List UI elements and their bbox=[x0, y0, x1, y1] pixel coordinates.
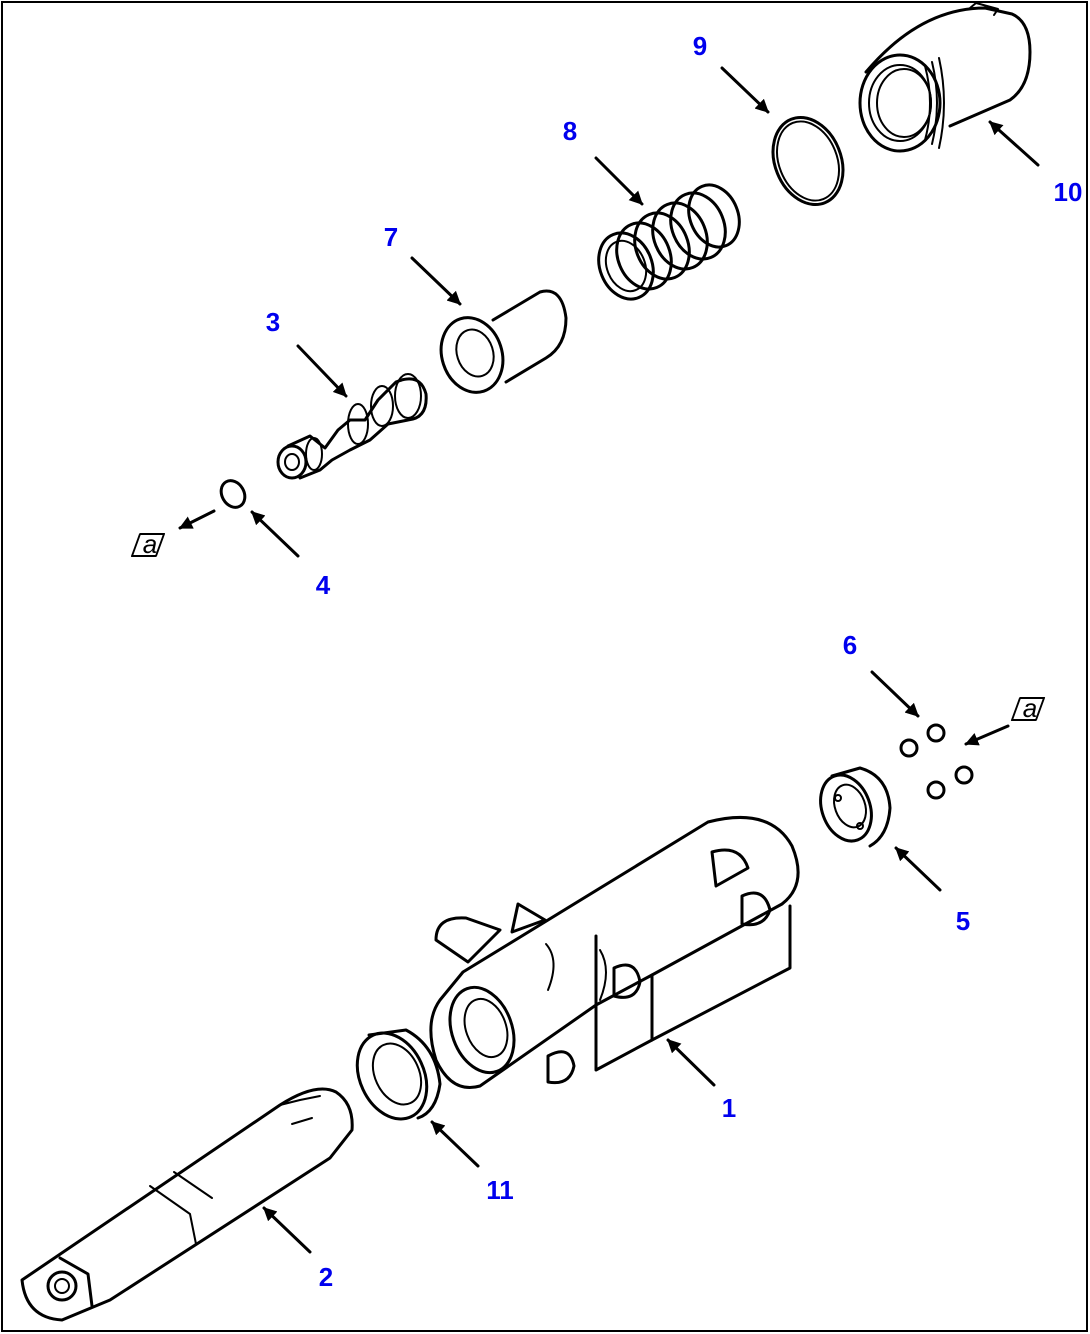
leader-6 bbox=[870, 670, 920, 718]
callout-3: 3 bbox=[266, 307, 280, 337]
leader-5 bbox=[894, 846, 942, 892]
reference-marks: a a bbox=[130, 529, 1046, 723]
part-plug-5 bbox=[819, 766, 892, 848]
part-rod-2 bbox=[20, 1087, 354, 1322]
leader-a-right bbox=[964, 724, 1010, 746]
leader-1 bbox=[666, 1038, 716, 1087]
leader-11 bbox=[430, 1120, 480, 1168]
ref-a-left: a bbox=[143, 529, 157, 559]
ref-a-left-box bbox=[130, 533, 166, 557]
leader-10 bbox=[988, 120, 1040, 167]
part-balls-6 bbox=[899, 723, 974, 800]
leader-4 bbox=[250, 510, 300, 558]
callout-9: 9 bbox=[693, 31, 707, 61]
callout-7: 7 bbox=[384, 222, 398, 252]
callout-labels: 10 9 8 7 3 4 6 5 1 11 2 bbox=[266, 31, 1083, 1292]
leader-arrows bbox=[178, 66, 1040, 1254]
leader-7 bbox=[410, 256, 462, 306]
part-retainer-7 bbox=[439, 289, 568, 394]
callout-4: 4 bbox=[316, 570, 331, 600]
part-o-ring-4 bbox=[219, 479, 247, 509]
part-spool-3 bbox=[276, 373, 428, 480]
leader-8 bbox=[594, 156, 644, 206]
ref-a-right-box bbox=[1010, 697, 1046, 721]
part-spring-8 bbox=[597, 183, 741, 301]
leader-2 bbox=[262, 1206, 312, 1254]
leader-3 bbox=[296, 344, 348, 398]
leader-a-left bbox=[178, 509, 216, 530]
callout-5: 5 bbox=[956, 906, 970, 936]
callout-6: 6 bbox=[843, 630, 857, 660]
part-housing-1 bbox=[429, 815, 800, 1089]
leader-9 bbox=[720, 66, 770, 114]
ref-a-right: a bbox=[1023, 693, 1037, 723]
callout-10: 10 bbox=[1054, 177, 1083, 207]
part-o-ring-9 bbox=[771, 115, 845, 207]
callout-1: 1 bbox=[722, 1093, 736, 1123]
callout-2: 2 bbox=[319, 1262, 333, 1292]
callout-8: 8 bbox=[563, 116, 577, 146]
callout-11: 11 bbox=[486, 1175, 514, 1205]
part-cap-10 bbox=[858, 2, 1032, 153]
part-seal-11 bbox=[355, 1028, 442, 1121]
